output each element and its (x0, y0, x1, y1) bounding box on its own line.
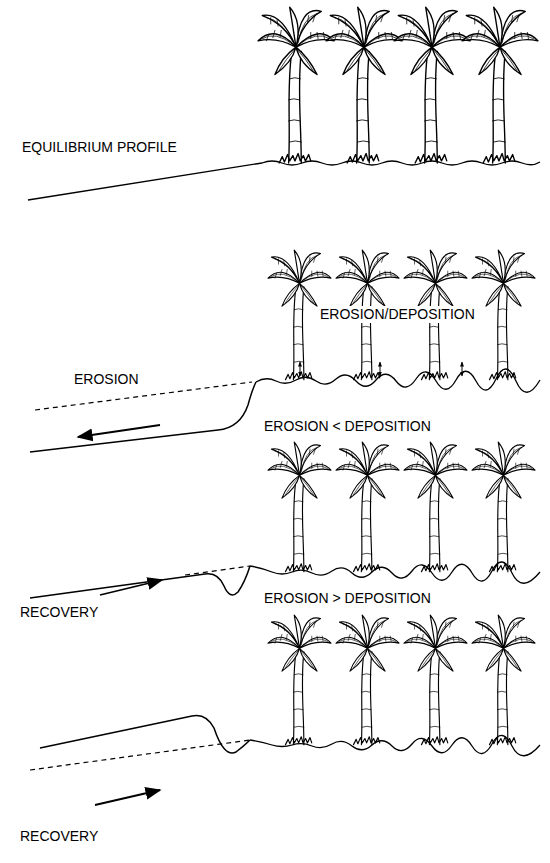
ground-line (256, 369, 540, 392)
recovering-profile-line (40, 716, 250, 754)
palm-tree (326, 7, 402, 163)
recovery-arrow (95, 790, 160, 805)
recovery-arrow (100, 580, 162, 595)
palm-tree (472, 250, 535, 380)
annotation-label: EQUILIBRIUM PROFILE (20, 139, 179, 156)
palm-tree (336, 442, 399, 572)
palm-tree (404, 442, 467, 572)
annotation-label: EROSION/DEPOSITION (318, 306, 477, 323)
palm-tree (394, 7, 470, 163)
palm-trees (268, 615, 535, 745)
palm-trees (268, 442, 535, 572)
ground-line (250, 735, 540, 755)
equilibrium-profile-line (28, 161, 540, 200)
palm-tree (268, 615, 331, 745)
annotation-label: EROSION > DEPOSITION (262, 590, 433, 607)
former-profile-dashed (35, 382, 252, 410)
palm-tree (404, 615, 467, 745)
double-arrow (462, 362, 463, 376)
double-arrow (380, 362, 381, 376)
palm-tree (462, 7, 538, 163)
former-profile-dashed (30, 740, 250, 770)
annotation-label: RECOVERY (18, 604, 100, 621)
palm-tree (336, 615, 399, 745)
recovering-profile-line (30, 566, 250, 598)
annotation-label: RECOVERY (18, 828, 100, 845)
eroded-profile-line (30, 382, 256, 452)
palm-tree (472, 442, 535, 572)
palm-tree (268, 442, 331, 572)
palm-tree (258, 7, 334, 163)
palm-tree (472, 615, 535, 745)
erosion-arrow (78, 425, 160, 437)
ground-line (250, 562, 540, 583)
palm-trees (258, 7, 538, 163)
annotation-label: EROSION < DEPOSITION (262, 418, 433, 435)
palm-trees (268, 250, 535, 380)
double-arrow (300, 362, 301, 376)
annotation-label: EROSION (72, 371, 141, 388)
former-profile-dashed (185, 566, 250, 575)
